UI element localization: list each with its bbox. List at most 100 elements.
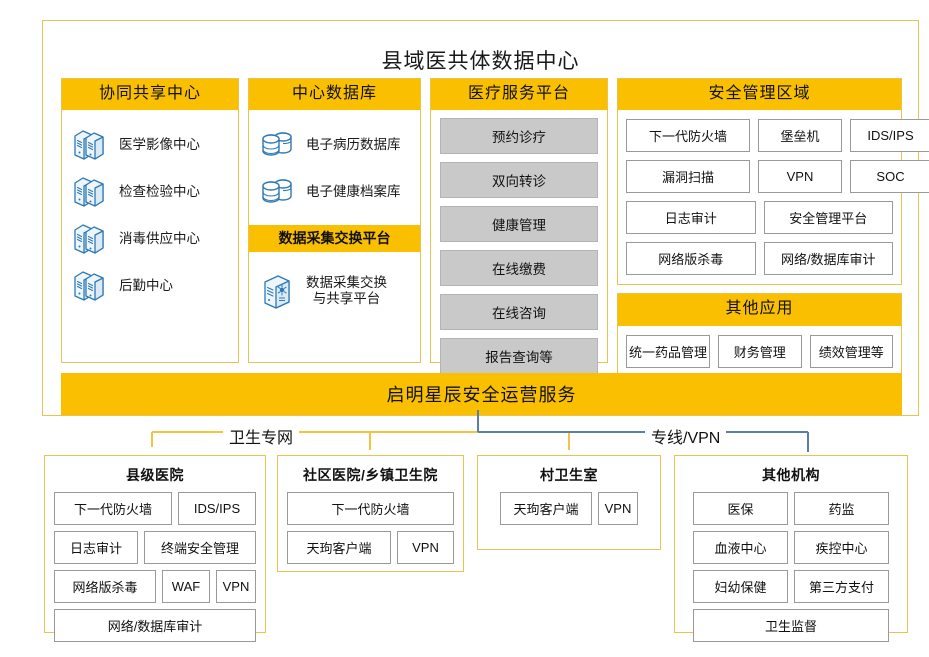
security-chip[interactable]: 网络版杀毒 — [626, 242, 756, 276]
institution-chip[interactable]: 药监 — [794, 492, 889, 525]
panel-other-apps: 其他应用 统一药品管理 财务管理 绩效管理等 — [617, 293, 902, 378]
database-icon — [257, 123, 297, 163]
list-item[interactable]: 消毒供应中心 — [70, 213, 230, 260]
institution-chip[interactable]: 下一代防火墙 — [287, 492, 454, 525]
institution-body: 天玽客户端 VPN — [478, 492, 660, 534]
list-item[interactable]: 后勤中心 — [70, 260, 230, 307]
list-item-label: 数据采集交换与共享平台 — [305, 274, 387, 307]
service-item[interactable]: 在线咨询 — [440, 294, 598, 331]
security-chip-grid: 下一代防火墙 堡垒机 IDS/IPS 漏洞扫描 VPN SOC 日志审计 安全管… — [618, 110, 929, 284]
panel-body-collaboration: 医学影像中心 — [62, 110, 238, 362]
institution-chip[interactable]: IDS/IPS — [178, 492, 256, 525]
service-item[interactable]: 报告查询等 — [440, 338, 598, 375]
panel-header-service-platform: 医疗服务平台 — [431, 79, 607, 111]
institution-chip[interactable]: 下一代防火墙 — [54, 492, 172, 525]
institution-title: 社区医院/乡镇卫生院 — [303, 467, 438, 483]
chip-row: 下一代防火墙 IDS/IPS — [54, 492, 256, 525]
data-center-container: 县域医共体数据中心 协同共享中心 — [42, 20, 929, 416]
other-app-chip[interactable]: 绩效管理等 — [809, 334, 894, 368]
chip-row: 妇幼保健 第三方支付 — [693, 570, 889, 603]
institution-chip[interactable]: 疾控中心 — [794, 531, 889, 564]
institution-chip[interactable]: 天玽客户端 — [287, 531, 391, 564]
chip-row: 网络版杀毒 网络/数据库审计 — [626, 242, 893, 276]
security-operations-bar: 启明星辰安全运营服务 — [61, 373, 902, 415]
security-chip[interactable]: 安全管理平台 — [763, 201, 893, 235]
panel-header-collaboration: 协同共享中心 — [62, 79, 238, 111]
page-title: 县域医共体数据中心 — [381, 50, 580, 73]
server-stack-icon — [70, 264, 110, 304]
list-item-label: 后勤中心 — [119, 277, 173, 293]
panel-header-security-zone: 安全管理区域 — [618, 79, 901, 111]
chip-row: 下一代防火墙 — [287, 492, 454, 525]
list-item[interactable]: 电子病历数据库 — [257, 119, 412, 166]
list-item[interactable]: 医学影像中心 — [70, 119, 230, 166]
security-chip[interactable]: VPN — [758, 160, 842, 194]
panel-security-zone: 安全管理区域 下一代防火墙 堡垒机 IDS/IPS 漏洞扫描 VPN SOC — [617, 78, 929, 286]
list-item[interactable]: 数据采集交换与共享平台 — [257, 261, 412, 321]
panel-header-other-apps: 其他应用 — [618, 294, 901, 326]
server-stack-icon — [70, 170, 110, 210]
institution-title: 县级医院 — [126, 467, 184, 483]
list-item-label: 消毒供应中心 — [119, 230, 200, 246]
health-private-network-line — [151, 431, 570, 450]
institution-chip[interactable]: VPN — [598, 492, 638, 525]
chip-row: 漏洞扫描 VPN SOC — [626, 160, 929, 194]
service-item[interactable]: 双向转诊 — [440, 162, 598, 199]
institution-village-clinic: 村卫生室 天玽客户端 VPN — [477, 455, 661, 550]
security-chip[interactable]: SOC — [850, 160, 929, 194]
security-chip[interactable]: 网络/数据库审计 — [763, 242, 893, 276]
panel-central-database: 中心数据库 — [247, 78, 422, 363]
panel-body-central-database: 电子病历数据库 — [249, 110, 420, 225]
service-item[interactable]: 预约诊疗 — [440, 118, 598, 155]
institution-chip[interactable]: 医保 — [693, 492, 788, 525]
panel-group-security: 安全管理区域 下一代防火墙 堡垒机 IDS/IPS 漏洞扫描 VPN SOC — [617, 78, 929, 378]
other-app-chip[interactable]: 统一药品管理 — [626, 334, 711, 368]
institution-chip[interactable]: 网络/数据库审计 — [54, 609, 256, 642]
institution-chip[interactable]: 卫生监督 — [693, 609, 889, 642]
other-apps-chip-grid: 统一药品管理 财务管理 绩效管理等 — [618, 326, 901, 377]
panel-body-data-exchange: 数据采集交换与共享平台 — [249, 252, 420, 362]
dedicated-line-vpn-line — [477, 410, 809, 452]
list-item-label: 检查检验中心 — [119, 183, 200, 199]
institution-chip[interactable]: WAF — [162, 570, 210, 603]
chip-row: 下一代防火墙 堡垒机 IDS/IPS — [626, 119, 929, 153]
chip-row: 日志审计 安全管理平台 — [626, 201, 893, 235]
security-chip[interactable]: 下一代防火墙 — [626, 119, 750, 153]
panel-collaboration-center: 协同共享中心 — [61, 78, 239, 363]
security-chip[interactable]: 日志审计 — [626, 201, 756, 235]
panel-header-data-exchange: 数据采集交换平台 — [248, 225, 421, 253]
chip-row: 血液中心 疾控中心 — [693, 531, 889, 564]
list-item[interactable]: 电子健康档案库 — [257, 166, 412, 213]
institution-body: 下一代防火墙 天玽客户端 VPN — [278, 492, 463, 573]
service-item[interactable]: 在线缴费 — [440, 250, 598, 287]
server-stack-icon — [70, 217, 110, 257]
other-app-chip[interactable]: 财务管理 — [718, 334, 802, 368]
institution-chip[interactable]: 妇幼保健 — [693, 570, 788, 603]
institution-body: 医保 药监 血液中心 疾控中心 妇幼保健 第三方支付 卫生监督 — [675, 492, 907, 651]
server-stack-icon — [70, 123, 110, 163]
institution-chip[interactable]: 天玽客户端 — [500, 492, 592, 525]
list-item-label: 电子健康档案库 — [305, 183, 401, 199]
institution-chip[interactable]: 网络版杀毒 — [54, 570, 156, 603]
institution-chip[interactable]: 终端安全管理 — [144, 531, 256, 564]
service-item[interactable]: 健康管理 — [440, 206, 598, 243]
panel-header-central-database: 中心数据库 — [248, 79, 421, 111]
list-item[interactable]: 检查检验中心 — [70, 166, 230, 213]
institution-chip[interactable]: VPN — [216, 570, 256, 603]
network-connectors — [151, 410, 809, 452]
institution-chip[interactable]: 日志审计 — [54, 531, 138, 564]
security-chip[interactable]: 堡垒机 — [758, 119, 842, 153]
network-label-dedicated-vpn: 专线/VPN — [645, 424, 727, 448]
data-center-columns: 协同共享中心 — [61, 78, 929, 378]
list-item-label: 医学影像中心 — [119, 136, 200, 152]
database-icon — [257, 170, 297, 210]
institution-chip[interactable]: 血液中心 — [693, 531, 788, 564]
institution-title: 其他机构 — [762, 467, 820, 483]
institution-chip[interactable]: 第三方支付 — [794, 570, 889, 603]
chip-row: 统一药品管理 财务管理 绩效管理等 — [626, 334, 894, 368]
security-chip[interactable]: 漏洞扫描 — [626, 160, 750, 194]
institution-chip[interactable]: VPN — [397, 531, 454, 564]
security-chip[interactable]: IDS/IPS — [850, 119, 929, 153]
chip-row: 卫生监督 — [693, 609, 889, 642]
